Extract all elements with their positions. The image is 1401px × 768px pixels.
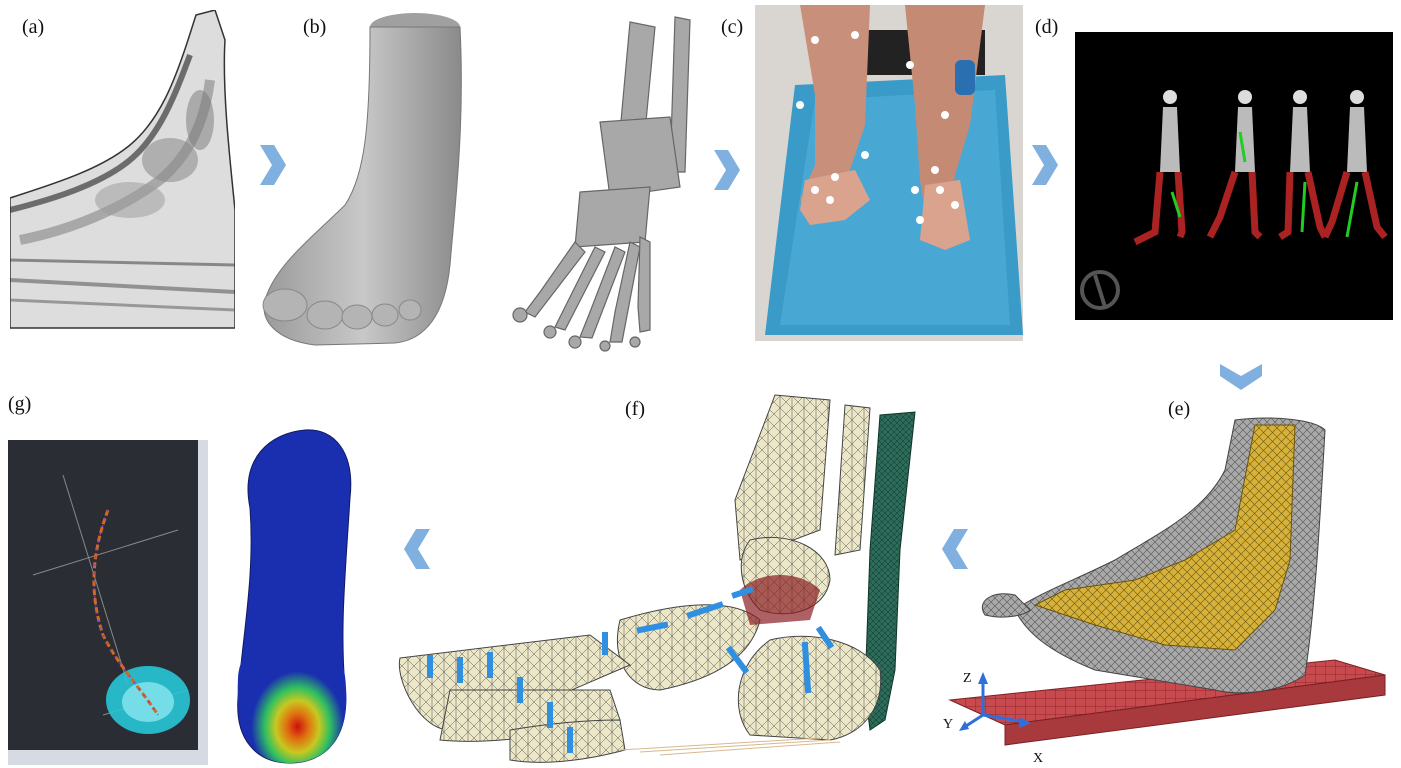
- chevron-right-icon: [712, 148, 742, 192]
- chevron-left-icon: [402, 527, 432, 571]
- plantar-pressure-map: [210, 428, 360, 768]
- musculoskeletal-simulation: [1075, 32, 1393, 320]
- axis-label-y: Y: [943, 717, 953, 732]
- foot-bone-model: [480, 12, 695, 352]
- chevron-left-icon: [940, 527, 970, 571]
- panel-label-c: (c): [721, 16, 743, 39]
- axis-label-z: Z: [963, 671, 972, 686]
- pressure-trajectory-plot: [8, 440, 208, 765]
- foot-surface-model: [255, 5, 480, 350]
- bone-ligament-mesh: [390, 390, 930, 768]
- chevron-down-icon: [1218, 362, 1264, 392]
- mri-sagittal-slice: [10, 10, 235, 330]
- chevron-right-icon: [1030, 143, 1060, 187]
- finite-element-foot-model: Z Y X: [935, 410, 1390, 765]
- panel-label-d: (d): [1035, 16, 1058, 39]
- panel-label-g: (g): [8, 393, 31, 416]
- axis-label-x: X: [1033, 751, 1043, 765]
- gait-lab-photo: [755, 5, 1023, 341]
